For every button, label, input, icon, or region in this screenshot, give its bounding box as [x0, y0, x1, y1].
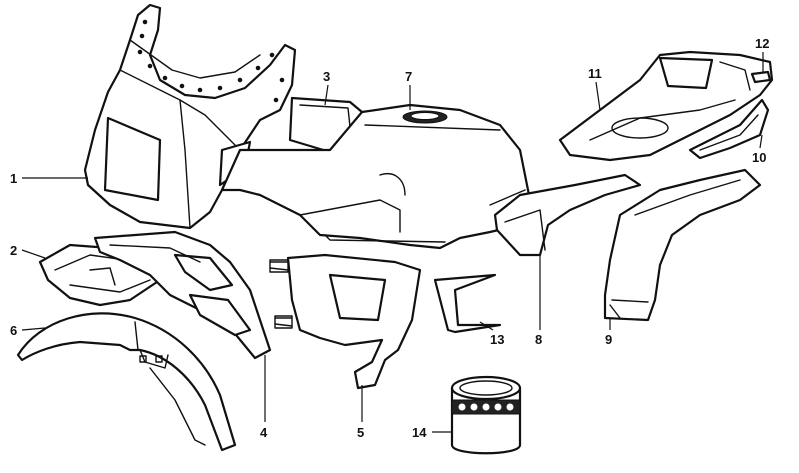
callout-14: 14	[412, 425, 427, 440]
callout-11: 11	[588, 66, 602, 81]
callout-1: 1	[10, 171, 17, 186]
callout-13: 13	[490, 332, 504, 347]
callout-9: 9	[605, 332, 612, 347]
callout-3: 3	[323, 69, 330, 84]
part-6-fender	[16, 312, 237, 452]
callout-2: 2	[10, 243, 17, 258]
callout-labels: 1 2 3 4 5 6 7 8 9 10 11 12 13 14	[10, 36, 769, 440]
callout-10: 10	[752, 150, 766, 165]
leader-lines	[21, 52, 764, 433]
callout-5: 5	[357, 425, 364, 440]
part-4-inner-panel	[93, 230, 272, 360]
part-13-trim	[433, 273, 502, 334]
callout-7: 7	[405, 69, 412, 84]
part-8-side-duct	[493, 173, 642, 257]
part-7-tank	[220, 103, 532, 250]
part-1-fairing	[83, 3, 297, 230]
callout-4: 4	[260, 425, 268, 440]
callout-6: 6	[10, 323, 17, 338]
part-12-clip	[750, 70, 772, 84]
part-9-rear-fender	[603, 168, 762, 322]
callout-12: 12	[755, 36, 769, 51]
part-14-paint-can	[450, 375, 522, 455]
part-5-side-panel	[269, 253, 422, 390]
part-11-seat-cowl	[558, 50, 774, 162]
callout-8: 8	[535, 332, 542, 347]
part-10-rear-trim	[688, 98, 770, 160]
